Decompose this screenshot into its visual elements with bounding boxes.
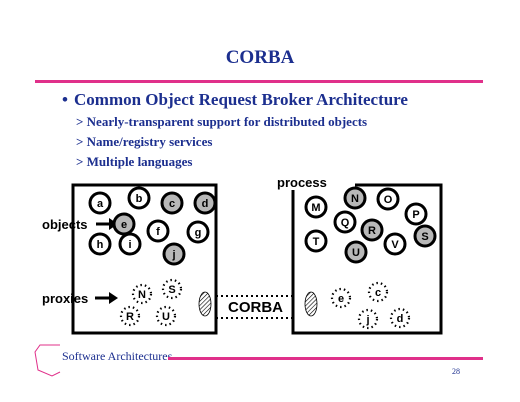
footer-divider <box>168 357 483 360</box>
right-proxy-j: j <box>357 308 379 330</box>
svg-text:Q: Q <box>341 217 350 229</box>
left-proxy-u: U <box>155 305 177 327</box>
svg-text:c: c <box>169 198 175 210</box>
svg-text:d: d <box>397 313 404 325</box>
svg-text:V: V <box>391 239 399 251</box>
svg-text:f: f <box>156 226 160 238</box>
proxies-arrow <box>95 292 118 304</box>
right-object-p: P <box>404 202 428 226</box>
svg-text:d: d <box>202 198 209 210</box>
left-object-f: f <box>146 219 170 243</box>
right-process-box <box>291 183 443 335</box>
footer-bracket <box>34 344 61 377</box>
right-object-r: R <box>360 218 384 242</box>
right-object-n: N <box>343 186 367 210</box>
svg-text:O: O <box>384 194 393 206</box>
svg-text:M: M <box>311 202 320 214</box>
slide-title: CORBA <box>225 47 295 68</box>
right-object-v: V <box>383 232 407 256</box>
right-object-o: O <box>376 187 400 211</box>
left-proxy-n: N <box>131 283 153 305</box>
left-object-d: d <box>193 191 217 215</box>
svg-text:U: U <box>162 311 170 323</box>
left-object-i: i <box>118 232 142 256</box>
svg-text:N: N <box>138 289 146 301</box>
left-object-j: j <box>162 242 186 266</box>
left-object-a: a <box>88 191 112 215</box>
footer-course-title: Software Architectures <box>62 349 173 363</box>
objects-label: objects <box>42 217 88 232</box>
svg-text:g: g <box>195 227 202 239</box>
right-proxy-c: c <box>367 281 389 303</box>
svg-text:a: a <box>97 198 104 210</box>
svg-text:j: j <box>365 314 369 326</box>
svg-text:R: R <box>368 225 376 237</box>
bullet-list: • Common Object Request Broker Architectu… <box>62 88 408 172</box>
svg-text:T: T <box>313 236 320 248</box>
left-proxy-s: S <box>161 278 183 300</box>
bullet-marker: • <box>62 90 68 109</box>
right-object-q: Q <box>333 210 357 234</box>
right-proxy-d: d <box>389 307 411 329</box>
svg-text:c: c <box>375 287 381 299</box>
left-stub-hatched <box>198 291 212 317</box>
svg-text:i: i <box>128 239 131 251</box>
right-stub-hatched <box>304 291 318 317</box>
svg-text:j: j <box>171 249 175 261</box>
svg-text:S: S <box>168 284 175 296</box>
left-object-h: h <box>88 232 112 256</box>
svg-text:S: S <box>421 231 428 243</box>
left-object-g: g <box>186 220 210 244</box>
left-object-e: e <box>112 212 136 236</box>
page-number: 28 <box>452 367 460 376</box>
right-object-m: M <box>304 195 328 219</box>
sub-bullet-registry: > Name/registry services <box>76 134 213 149</box>
title-divider <box>35 80 483 83</box>
svg-text:e: e <box>338 293 344 305</box>
left-object-c: c <box>160 191 184 215</box>
right-object-s: S <box>413 224 437 248</box>
left-proxy-r: R <box>119 305 141 327</box>
bullet-main: • Common Object Request Broker Architectu… <box>62 88 408 112</box>
bullet-main-text: Common Object Request Broker Architectur… <box>74 90 408 109</box>
svg-text:N: N <box>351 193 359 205</box>
corba-label: CORBA <box>228 299 283 316</box>
right-proxy-e: e <box>330 287 352 309</box>
right-object-t: T <box>304 229 328 253</box>
proxies-label: proxies <box>42 291 88 306</box>
left-process-box <box>71 183 218 335</box>
svg-text:P: P <box>412 209 419 221</box>
sub-bullet-distributed: > Nearly-transparent support for distrib… <box>76 114 368 129</box>
process-label: process <box>277 175 327 190</box>
svg-text:e: e <box>121 219 127 231</box>
svg-text:U: U <box>352 247 360 259</box>
sub-bullet-languages: > Multiple languages <box>76 154 193 169</box>
svg-text:b: b <box>136 193 143 205</box>
svg-text:R: R <box>126 311 134 323</box>
svg-text:h: h <box>97 239 104 251</box>
right-object-u: U <box>344 240 368 264</box>
left-object-b: b <box>127 186 151 210</box>
